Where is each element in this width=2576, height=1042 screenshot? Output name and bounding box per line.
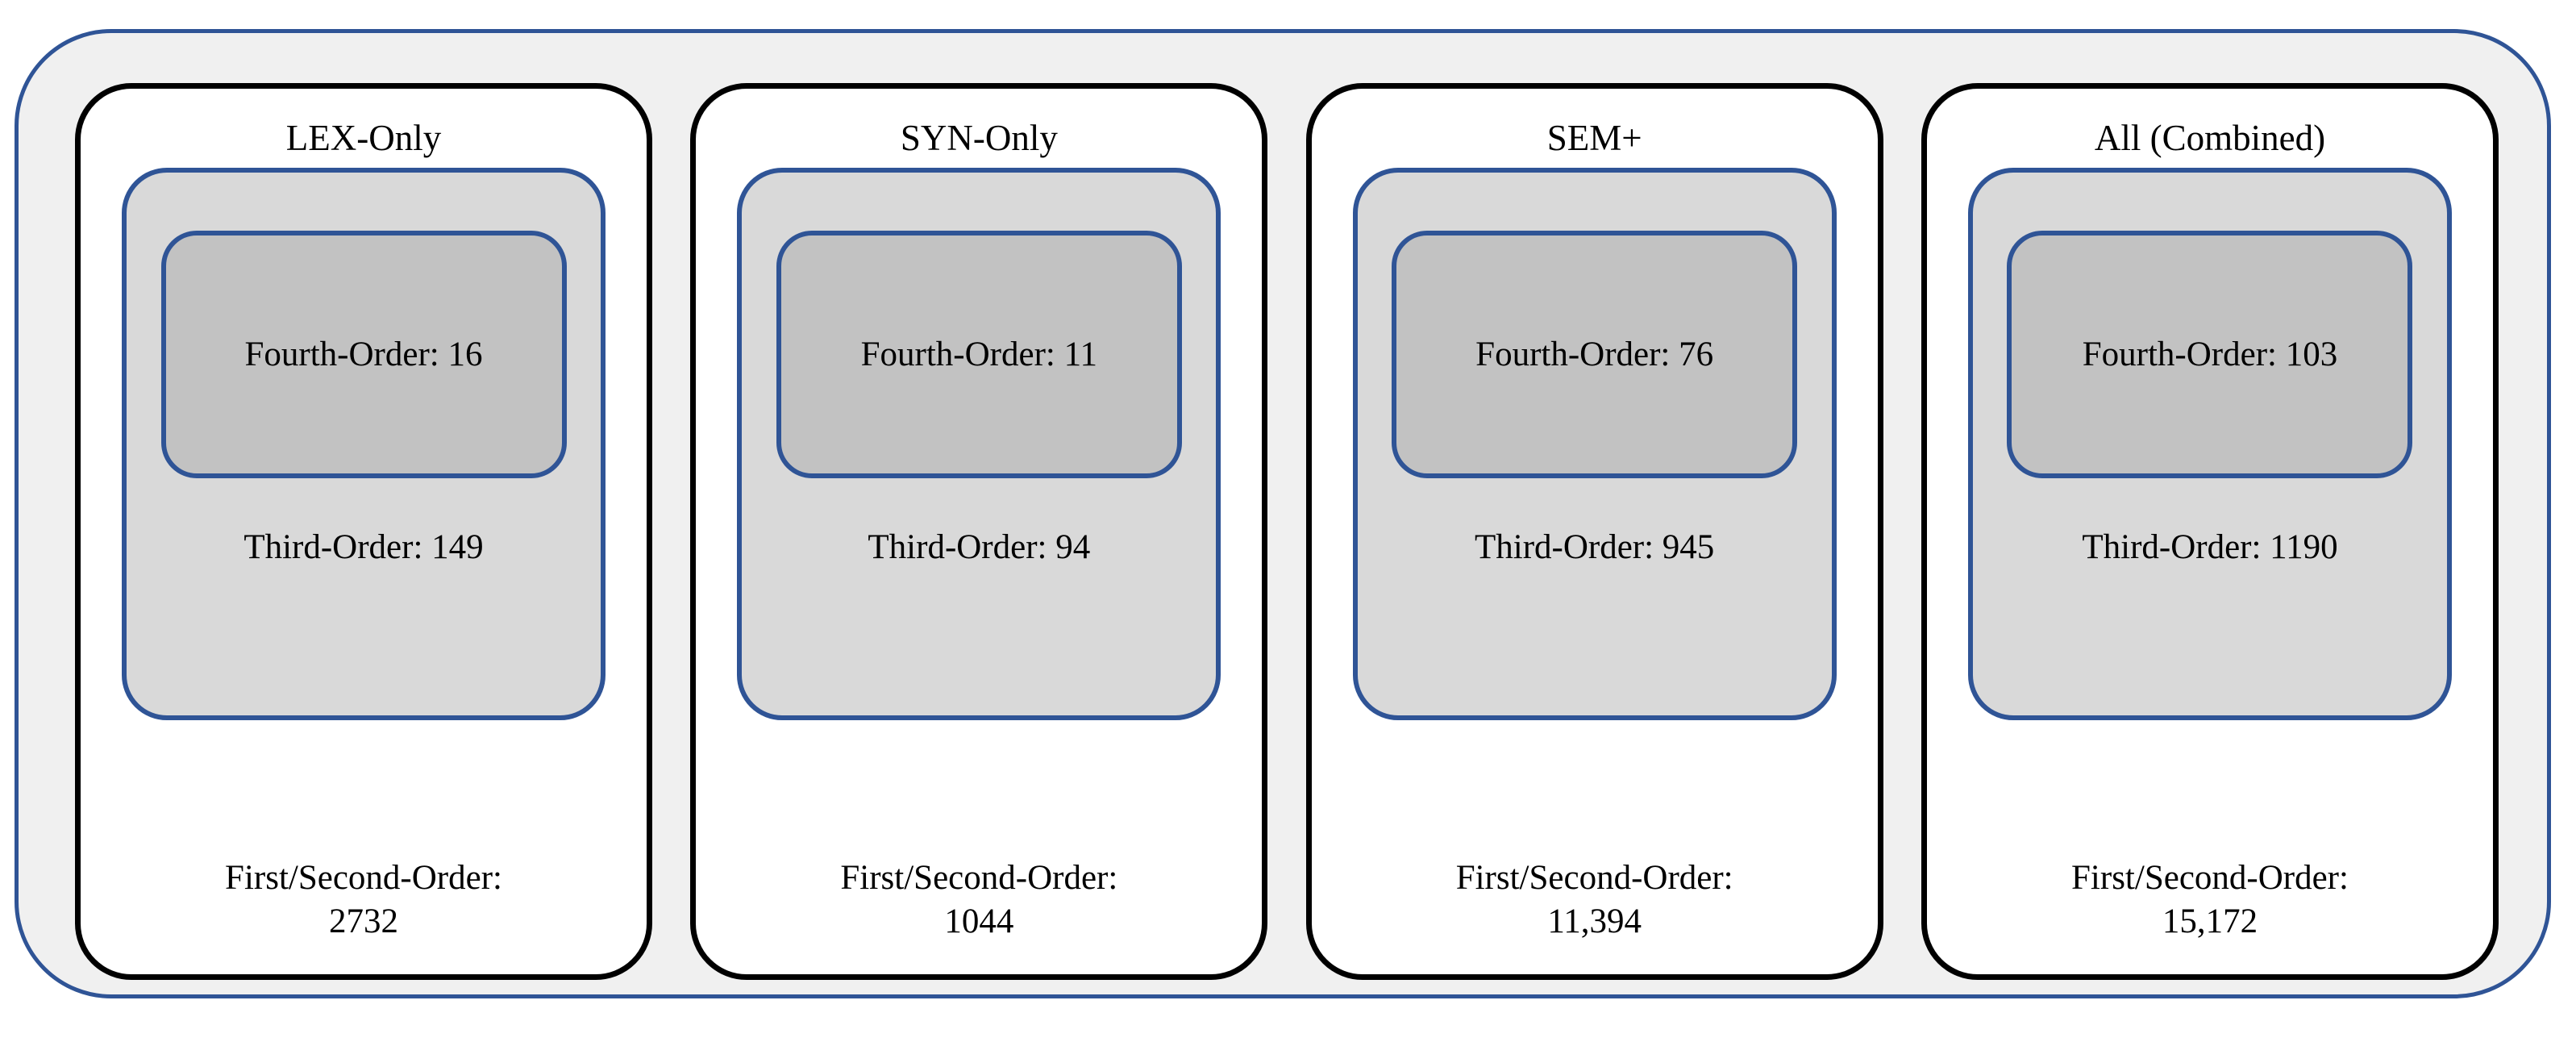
first-second-order-value: 1044 [944, 902, 1014, 940]
fourth-order-label: Fourth-Order: 103 [2082, 335, 2338, 373]
first-second-order-name: First/Second-Order: [1455, 859, 1733, 897]
third-order-label: Third-Order: 1190 [2082, 528, 2338, 566]
fourth-order-label: Fourth-Order: 11 [860, 335, 1098, 373]
first-second-order-label: First/Second-Order: 11,394 [1312, 857, 1878, 944]
panel-title: LEX-Only [285, 118, 442, 158]
first-second-order-value: 15,172 [2162, 902, 2258, 940]
third-order-label: Third-Order: 94 [868, 528, 1091, 566]
panel-row: LEX-Only Fourth-Order: 16 Third-Order: 1… [75, 83, 2499, 980]
fourth-order-box: Fourth-Order: 16 [160, 231, 567, 478]
panel-syn-only: SYN-Only Fourth-Order: 11 Third-Order: 9… [690, 83, 1268, 980]
panel-sem-plus: SEM+ Fourth-Order: 76 Third-Order: 945 F… [1305, 83, 1883, 980]
fourth-order-label: Fourth-Order: 16 [244, 335, 483, 373]
fourth-order-box: Fourth-Order: 103 [2007, 231, 2413, 478]
panel-title: All (Combined) [2094, 118, 2326, 158]
third-order-box: Fourth-Order: 103 Third-Order: 1190 [1967, 168, 2452, 720]
fourth-order-label: Fourth-Order: 76 [1475, 335, 1714, 373]
first-second-order-label: First/Second-Order: 15,172 [1927, 857, 2493, 944]
first-second-order-value: 11,394 [1547, 902, 1642, 940]
fourth-order-box: Fourth-Order: 11 [776, 231, 1182, 478]
third-order-label: Third-Order: 945 [1474, 528, 1715, 566]
panel-lex-only: LEX-Only Fourth-Order: 16 Third-Order: 1… [75, 83, 652, 980]
first-second-order-name: First/Second-Order: [840, 859, 1118, 897]
first-second-order-label: First/Second-Order: 1044 [696, 857, 1262, 944]
outer-container: LEX-Only Fourth-Order: 16 Third-Order: 1… [15, 29, 2551, 998]
first-second-order-name: First/Second-Order: [2071, 859, 2349, 897]
third-order-box: Fourth-Order: 76 Third-Order: 945 [1352, 168, 1837, 720]
first-second-order-name: First/Second-Order: [225, 859, 502, 897]
third-order-box: Fourth-Order: 11 Third-Order: 94 [737, 168, 1221, 720]
first-second-order-value: 2732 [329, 902, 398, 940]
panel-title: SEM+ [1546, 118, 1642, 158]
panel-title: SYN-Only [900, 118, 1058, 158]
first-second-order-label: First/Second-Order: 2732 [81, 857, 647, 944]
third-order-box: Fourth-Order: 16 Third-Order: 149 [122, 168, 606, 720]
panel-all-combined: All (Combined) Fourth-Order: 103 Third-O… [1921, 83, 2499, 980]
third-order-label: Third-Order: 149 [243, 528, 484, 566]
fourth-order-box: Fourth-Order: 76 [1392, 231, 1798, 478]
